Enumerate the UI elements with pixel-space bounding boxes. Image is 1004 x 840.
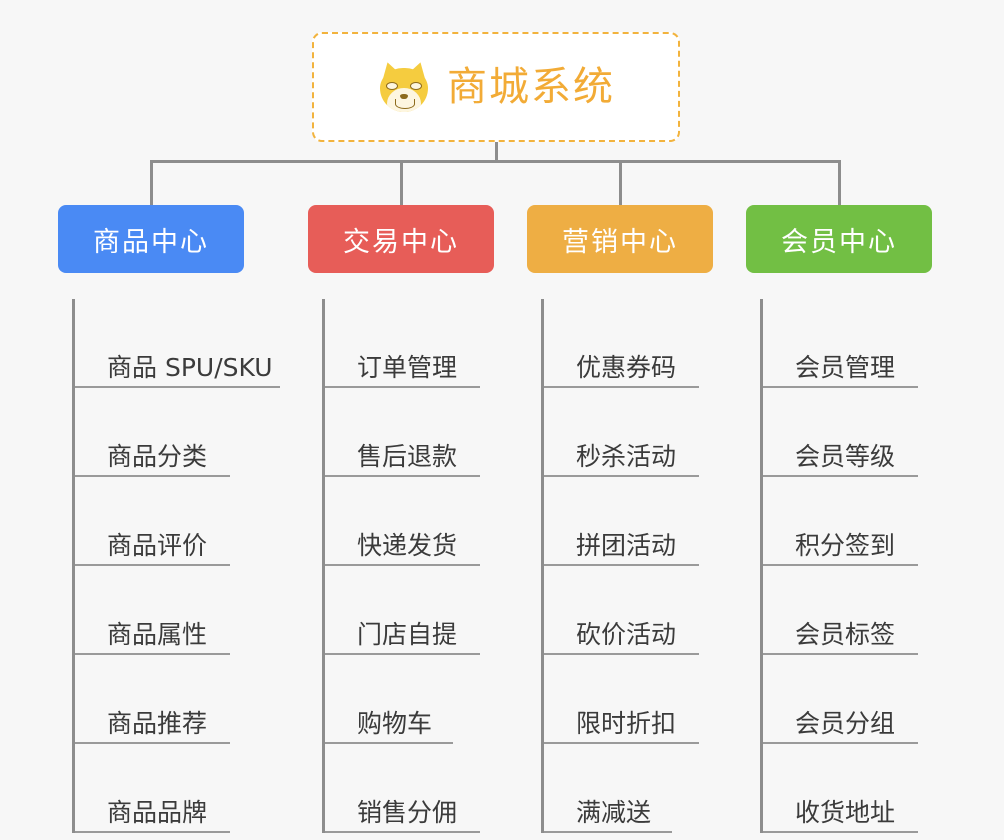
leaf-underline [763,386,918,388]
leaf-underline [763,564,918,566]
leaf-label: 会员标签 [795,619,896,649]
leaf-underline [75,386,280,388]
leaf-label: 商品品牌 [107,797,208,827]
category-header-marketing[interactable]: 营销中心 [527,205,713,273]
leaf-label: 会员等级 [795,441,896,471]
list-item[interactable]: 门店自提 [325,566,494,655]
leaf-label: 商品 SPU/SKU [107,352,273,382]
connector-drop-4 [838,160,841,205]
leaf-underline [325,386,480,388]
list-item[interactable]: 收货地址 [763,744,932,833]
leaf-label: 商品推荐 [107,708,208,738]
leaf-label: 秒杀活动 [576,441,677,471]
list-item[interactable]: 售后退款 [325,388,494,477]
leaf-underline [763,475,918,477]
category-header-label: 会员中心 [781,226,897,258]
connector-drop-1 [150,160,153,205]
connector-drop-2 [400,160,403,205]
list-item[interactable]: 会员管理 [763,299,932,388]
leaf-list-trade: 订单管理 售后退款 快递发货 门店自提 购物车 销售分佣 [322,299,494,833]
leaf-label: 商品分类 [107,441,208,471]
category-header-trade[interactable]: 交易中心 [308,205,494,273]
list-item[interactable]: 积分签到 [763,477,932,566]
leaf-underline [325,564,480,566]
leaf-underline [544,653,699,655]
leaf-underline [325,742,453,744]
leaf-label: 商品评价 [107,530,208,560]
leaf-label: 门店自提 [357,619,458,649]
list-item[interactable]: 满减送 [544,744,713,833]
leaf-underline [325,475,480,477]
leaf-label: 会员管理 [795,352,896,382]
leaf-underline [325,653,480,655]
leaf-label: 订单管理 [357,352,458,382]
list-item[interactable]: 商品推荐 [75,655,244,744]
list-item[interactable]: 商品 SPU/SKU [75,299,280,388]
leaf-label: 售后退款 [357,441,458,471]
category-column-product: 商品中心 商品 SPU/SKU 商品分类 商品评价 商品属性 商品推荐 [58,205,280,833]
list-item[interactable]: 拼团活动 [544,477,713,566]
list-item[interactable]: 商品属性 [75,566,244,655]
leaf-underline [763,831,918,833]
leaf-underline [75,564,230,566]
list-item[interactable]: 商品品牌 [75,744,244,833]
leaf-underline [544,831,672,833]
list-item[interactable]: 快递发货 [325,477,494,566]
root-node-shop-system[interactable]: 商城系统 [312,32,680,142]
leaf-underline [763,653,918,655]
leaf-label: 会员分组 [795,708,896,738]
leaf-underline [325,831,480,833]
category-column-member: 会员中心 会员管理 会员等级 积分签到 会员标签 会员分组 [746,205,932,833]
leaf-label: 满减送 [576,797,652,827]
list-item[interactable]: 销售分佣 [325,744,494,833]
connector-root-stem [495,142,498,162]
leaf-label: 砍价活动 [576,619,677,649]
list-item[interactable]: 会员标签 [763,566,932,655]
connector-drop-3 [619,160,622,205]
category-header-member[interactable]: 会员中心 [746,205,932,273]
connector-horizontal-bus [150,160,838,163]
leaf-underline [75,475,230,477]
list-item[interactable]: 限时折扣 [544,655,713,744]
leaf-underline [544,742,699,744]
category-header-label: 交易中心 [343,226,459,258]
leaf-label: 拼团活动 [576,530,677,560]
category-column-trade: 交易中心 订单管理 售后退款 快递发货 门店自提 购物车 [308,205,494,833]
leaf-underline [544,475,699,477]
leaf-underline [544,386,699,388]
leaf-label: 销售分佣 [357,797,458,827]
leaf-label: 收货地址 [795,797,896,827]
leaf-underline [75,831,230,833]
category-column-marketing: 营销中心 优惠券码 秒杀活动 拼团活动 砍价活动 限时折扣 [527,205,713,833]
list-item[interactable]: 订单管理 [325,299,494,388]
dog-face-icon [376,59,432,114]
leaf-list-member: 会员管理 会员等级 积分签到 会员标签 会员分组 收货地址 [760,299,932,833]
list-item[interactable]: 会员分组 [763,655,932,744]
list-item[interactable]: 优惠券码 [544,299,713,388]
category-header-product[interactable]: 商品中心 [58,205,244,273]
leaf-label: 快递发货 [357,530,458,560]
leaf-label: 限时折扣 [576,708,677,738]
list-item[interactable]: 商品评价 [75,477,244,566]
leaf-underline [75,742,230,744]
leaf-label: 积分签到 [795,530,896,560]
list-item[interactable]: 砍价活动 [544,566,713,655]
leaf-list-marketing: 优惠券码 秒杀活动 拼团活动 砍价活动 限时折扣 满减送 [541,299,713,833]
root-title: 商城系统 [447,64,615,110]
list-item[interactable]: 秒杀活动 [544,388,713,477]
list-item[interactable]: 商品分类 [75,388,244,477]
category-header-label: 商品中心 [93,226,209,258]
leaf-label: 优惠券码 [576,352,677,382]
list-item[interactable]: 购物车 [325,655,494,744]
leaf-list-product: 商品 SPU/SKU 商品分类 商品评价 商品属性 商品推荐 商品品牌 [72,299,280,833]
list-item[interactable]: 会员等级 [763,388,932,477]
leaf-underline [75,653,230,655]
leaf-label: 商品属性 [107,619,208,649]
leaf-underline [763,742,918,744]
leaf-underline [544,564,699,566]
category-header-label: 营销中心 [562,226,678,258]
leaf-label: 购物车 [357,708,433,738]
